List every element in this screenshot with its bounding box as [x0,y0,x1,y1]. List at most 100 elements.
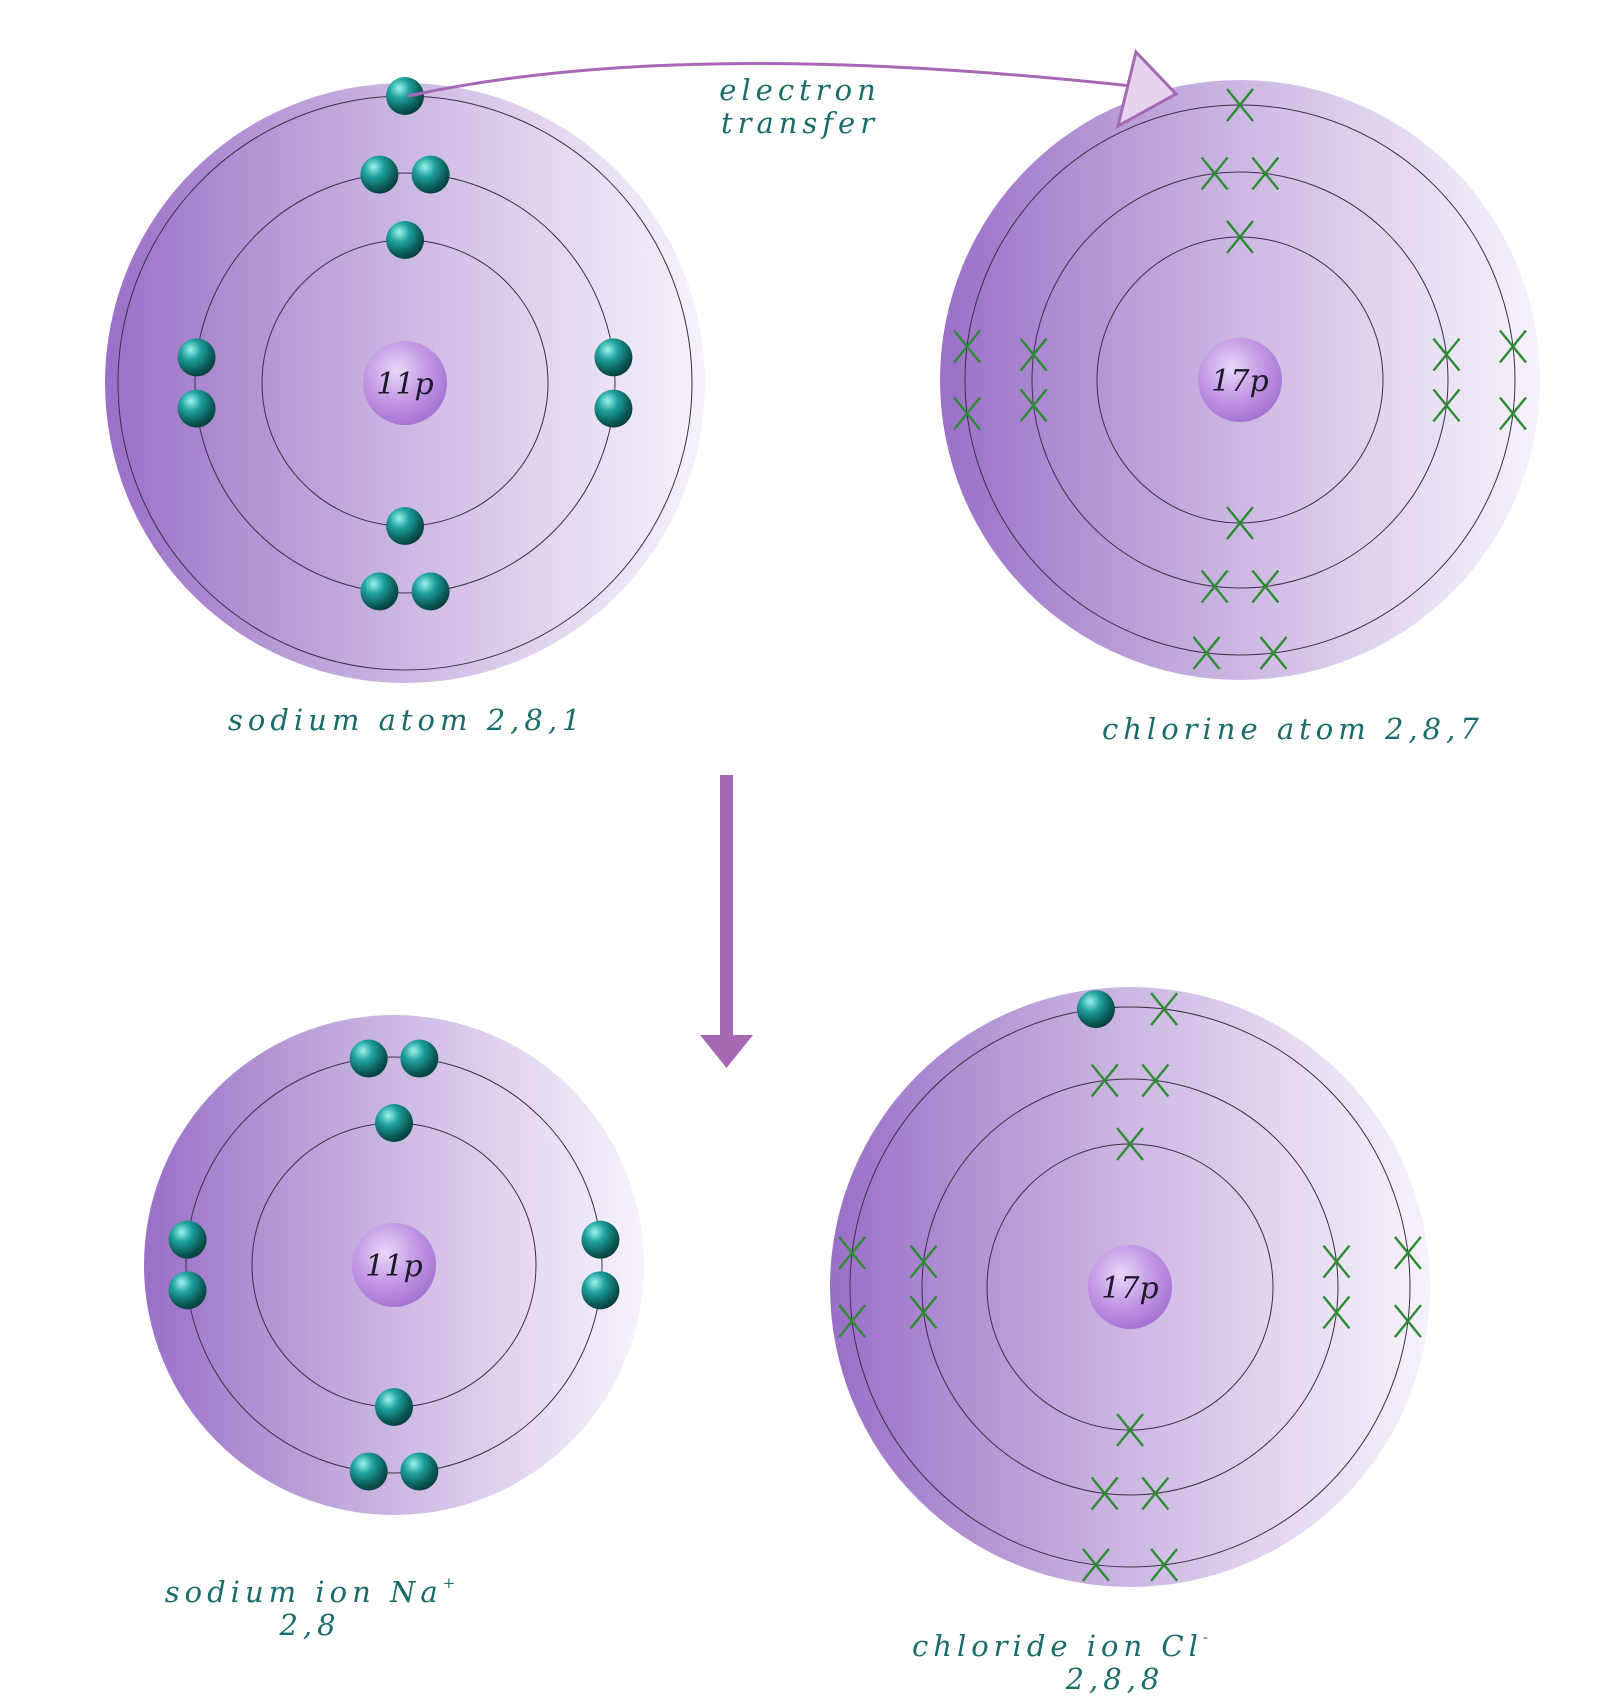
chlorine-atom-shell-3-electron-6-stroke-b [1259,636,1288,670]
sodium-ion-shell-2-electron-8 [349,1452,388,1491]
chlorine-atom-shell-2-electron-4-stroke-b [1019,337,1048,372]
chlorine-atom-shell-2-electron-8 [1200,569,1229,604]
sodium-ion-shell-2-electron-2 [400,1039,439,1078]
sodium-atom: 11p [105,77,705,683]
chlorine-atom-shell-2-electron-3-stroke-b [1019,388,1048,423]
chloride-ion-shell-ring-2 [921,1078,1339,1496]
chloride-ion-shell-ring-3 [849,1006,1411,1568]
chlorine-atom-shell-2-electron-6 [1432,388,1461,423]
sodium-atom-shell-2-electron-8 [360,572,399,611]
sodium-atom-shell-2-electron-7 [411,572,450,611]
chloride-ion-nucleus [1088,1245,1172,1329]
sodium-ion-nucleus [352,1223,436,1307]
chloride-ion-shell-2-electron-8-stroke-b [1090,1476,1119,1511]
chlorine-atom-shell-1-electron-1 [1226,220,1254,254]
chlorine-atom-shell-2-electron-5-stroke-b [1432,337,1461,372]
chlorine-atom-shell-3-electron-7 [1192,636,1221,670]
chloride-ion-shell-3-electron-8-stroke-b [1081,1548,1110,1582]
chloride-ion-shell-3-electron-2 [1150,992,1179,1026]
sodium-ion-shell-1-electron-2 [375,1388,413,1426]
reaction-arrowhead [700,1035,753,1068]
sodium-atom-shell-1-electron-2 [386,507,424,545]
chloride-ion-shell-2-electron-1-stroke-b [1090,1063,1119,1098]
chloride-ion-configuration: 2,8,8 [1065,1662,1165,1696]
chlorine-atom-shell-2-electron-5 [1432,337,1461,372]
chloride-ion-shell-3-electron-5 [1393,1236,1422,1270]
chloride-ion-shell-3-electron-7 [1150,1548,1179,1582]
sodium-ion-shell-2-electron-3 [168,1271,207,1310]
sodium-atom-nucleus [363,341,447,425]
sodium-atom-shell-ring-2 [194,172,616,594]
chloride-ion-shell-1-electron-1 [1116,1127,1144,1161]
sodium-atom-shell-2-electron-5 [594,338,633,377]
chlorine-atom-shell-2-electron-1-stroke-b [1200,156,1229,191]
sodium-ion-shell-2-electron-1 [349,1039,388,1078]
sodium-ion-shell-1-electron-1 [375,1104,413,1142]
chlorine-atom-shell-2-electron-2-stroke-b [1251,156,1280,191]
reaction-arrow-shaft [720,775,733,1037]
chlorine-atom-shell-ring-2 [1031,171,1449,589]
sodium-ion-charge: + [442,1574,456,1592]
chlorine-atom-shell-2-electron-3 [1019,388,1048,423]
sodium-atom-shell-2-electron-4 [177,338,216,377]
electron-transfer-line-2: transfer [720,106,880,140]
sodium-atom-shell-2-electron-2 [411,155,450,194]
chlorine-atom-shell-1-electron-2-stroke-b [1226,506,1254,540]
chloride-ion-shell-2-electron-8 [1090,1476,1119,1511]
electron-transfer-arrowhead [1115,48,1179,129]
chlorine-atom: 17p [940,80,1540,680]
sodium-atom-nucleus-label: 11p [376,367,433,402]
sodium-atom-shell-2-electron-3 [177,389,216,428]
sodium-ion-configuration: 2,8 [279,1608,341,1642]
sodium-ion-shell-ring-2 [185,1056,603,1474]
chloride-ion-shell-2-electron-1 [1090,1063,1119,1098]
chloride-ion-shell-3-electron-1-transferred [1076,990,1115,1029]
sodium-atom-shell-1-electron-1 [386,221,424,259]
chlorine-atom-shell-3-electron-5-stroke-b [1499,396,1527,431]
chloride-ion-shell-3-electron-5-stroke-b [1393,1236,1422,1270]
chlorine-atom-shell-2-electron-1 [1200,156,1229,191]
chloride-ion-shell-2-electron-3 [909,1295,938,1330]
chloride-ion-charge: - [1202,1628,1208,1646]
chloride-ion-shell-3-electron-6 [1393,1304,1422,1338]
chloride-ion-shell-3-electron-2-stroke-b [1150,992,1179,1026]
chloride-ion-shell-2-electron-6 [1322,1295,1351,1330]
chloride-ion-shell-2-electron-4-stroke-b [909,1244,938,1279]
chlorine-atom-shell-3-electron-4 [1499,329,1527,364]
sodium-ion-shell-2-electron-5 [581,1220,620,1259]
chlorine-atom-shell-1-electron-2 [1226,506,1254,540]
chloride-ion-shell-2-electron-3-stroke-b [909,1295,938,1330]
electron-transfer-line-1: electron [719,73,881,107]
sodium-atom-shell-3-electron-1 [386,77,424,115]
chloride-ion-shell-3-electron-3-stroke-b [838,1304,867,1338]
sodium-ion-shell-2-electron-4 [168,1220,207,1259]
chloride-ion-shell-2-electron-5 [1322,1244,1351,1279]
chloride-ion-shell-2-electron-4 [909,1244,938,1279]
chloride-ion-name: chloride ion Cl- [860,1621,1260,1663]
chlorine-atom-shell-3-electron-6 [1259,636,1288,670]
chlorine-atom-shell-3-electron-5 [1499,396,1527,431]
chloride-ion-shell-3-electron-7-stroke-b [1150,1548,1179,1582]
chloride-ion-shell-2-electron-6-stroke-b [1322,1295,1351,1330]
chloride-ion-shell-2-electron-7-stroke-b [1141,1476,1170,1511]
sodium-ion-label: sodium ion Na+ 2,8 [130,1567,490,1642]
chlorine-atom-shell-2-electron-2 [1251,156,1280,191]
chloride-ion-shell-1-electron-1-stroke-b [1116,1127,1144,1161]
sodium-ion-text: sodium ion Na [164,1575,443,1609]
chloride-ion-shell-2-electron-5-stroke-b [1322,1244,1351,1279]
chloride-ion-label: chloride ion Cl- 2,8,8 [860,1621,1260,1696]
chlorine-atom-shell-3-electron-2 [953,396,981,431]
chlorine-atom-shell-3-electron-1 [1226,88,1254,122]
sodium-atom-shell-2-electron-6 [594,389,633,428]
chloride-ion-shell-1-electron-2 [1116,1413,1144,1447]
sodium-ion-nucleus-label: 11p [365,1249,422,1284]
sodium-ion: 11p [144,1015,644,1515]
sodium-atom-label: sodium atom 2,8,1 [228,703,586,737]
chlorine-atom-label: chlorine atom 2,8,7 [1102,712,1484,746]
chlorine-atom-shell-2-electron-6-stroke-b [1432,388,1461,423]
chlorine-atom-shell-2-electron-8-stroke-b [1200,569,1229,604]
chlorine-atom-shell-3-electron-3-stroke-b [953,329,981,364]
chloride-ion-shell-2-electron-2 [1141,1063,1170,1098]
